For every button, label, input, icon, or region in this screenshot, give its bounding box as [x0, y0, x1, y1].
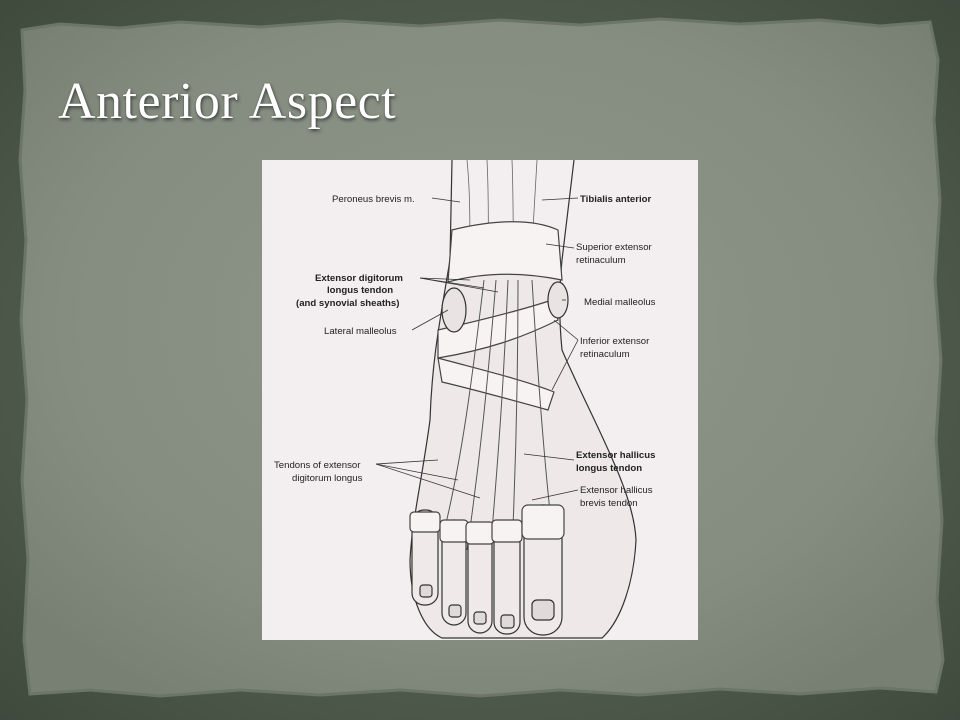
- label-lateral-malleolus: Lateral malleolus: [324, 326, 397, 337]
- label-superior-retinaculum-1: Superior extensor: [576, 242, 653, 253]
- label-edl-tendon-2: longus tendon: [327, 285, 393, 296]
- figure-labels: Peroneus brevis m. Tibialis anterior Sup…: [274, 194, 656, 509]
- foot-illustration: [409, 160, 637, 639]
- label-medial-malleolus: Medial malleolus: [584, 297, 656, 308]
- label-edl-tendons-2: digitorum longus: [292, 473, 363, 484]
- foot-anatomy-figure: Peroneus brevis m. Tibialis anterior Sup…: [262, 160, 698, 640]
- label-edl-tendons-1: Tendons of extensor: [274, 460, 361, 471]
- label-ehb-tendon-2: brevis tendon: [580, 498, 638, 509]
- label-ehl-tendon-2: longus tendon: [576, 463, 642, 474]
- label-inferior-retinaculum-2: retinaculum: [580, 349, 630, 360]
- label-peroneus-brevis: Peroneus brevis m.: [332, 194, 415, 205]
- label-inferior-retinaculum-1: Inferior extensor: [580, 336, 650, 347]
- foot-anatomy-drawing: Peroneus brevis m. Tibialis anterior Sup…: [274, 160, 656, 639]
- label-ehl-tendon-1: Extensor hallicus: [576, 450, 655, 461]
- slide-title: Anterior Aspect: [58, 73, 397, 130]
- label-edl-tendon-3: (and synovial sheaths): [296, 298, 399, 309]
- leader-lines: [375, 197, 579, 501]
- label-ehb-tendon-1: Extensor hallicus: [580, 485, 653, 496]
- label-edl-tendon-1: Extensor digitorum: [315, 273, 403, 284]
- label-superior-retinaculum-2: retinaculum: [576, 255, 626, 266]
- label-tibialis-anterior: Tibialis anterior: [580, 194, 652, 205]
